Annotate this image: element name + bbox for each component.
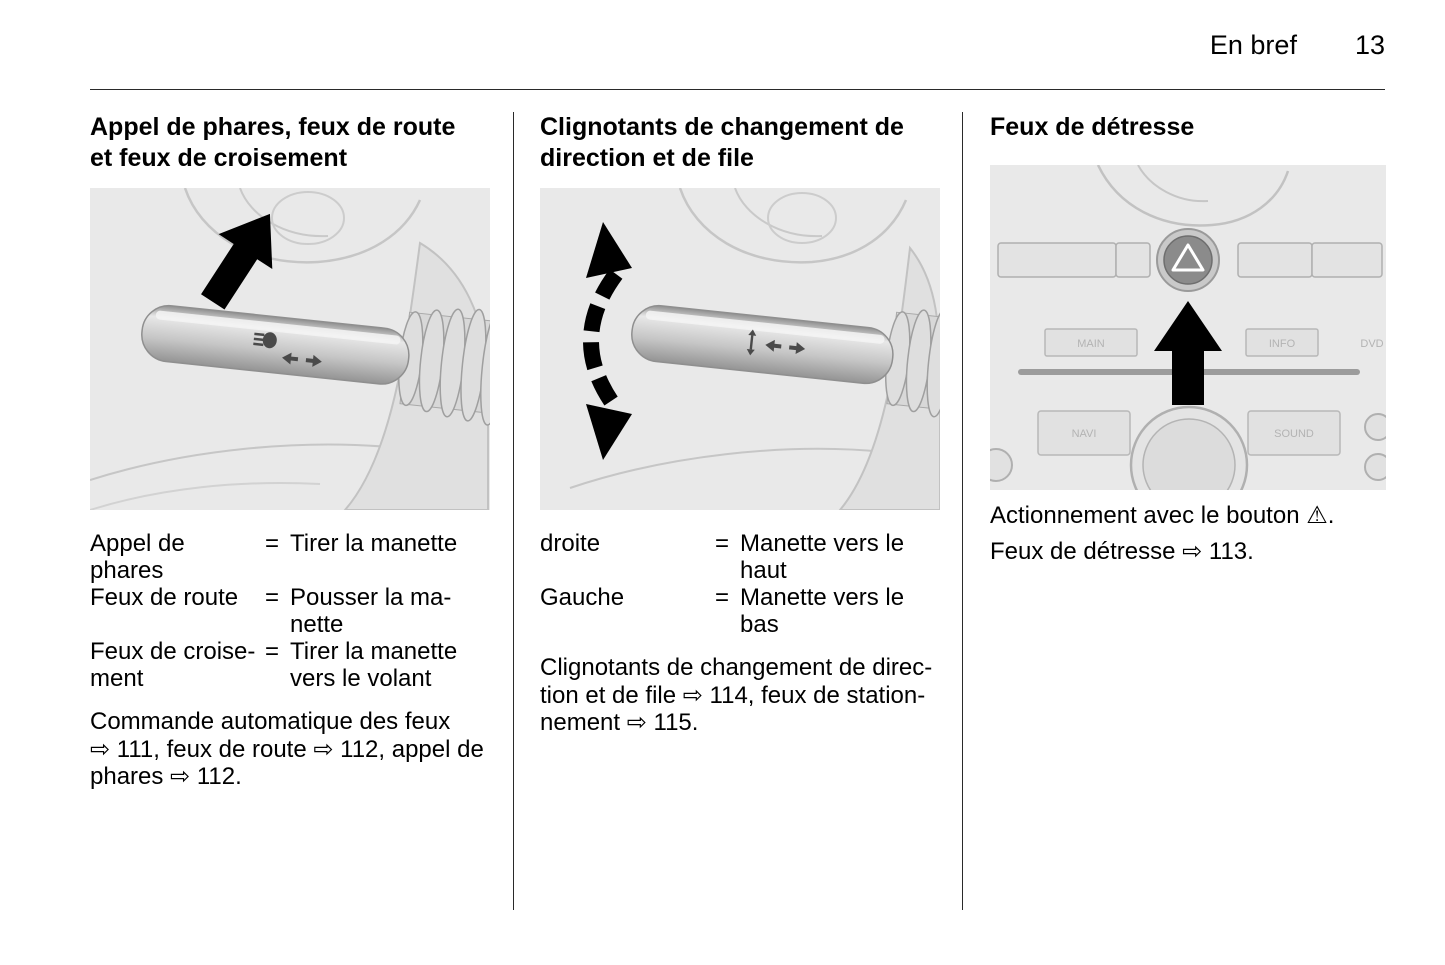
equals-sign: =: [715, 584, 730, 611]
dashboard-panel-drawing: MAIN INFO DVD NAVI SOUND: [990, 165, 1386, 490]
turn-signal-stalk: [141, 304, 410, 385]
definition-term: droite: [540, 530, 601, 557]
dvd-label: DVD: [1360, 338, 1383, 350]
column-heading: Feux de détresse: [990, 113, 1195, 141]
definition-value: Tirer la manette: [290, 530, 458, 557]
column-divider-right: [962, 112, 963, 910]
info-button-label: INFO: [1269, 338, 1296, 350]
stalk-turn-drawing: [540, 188, 940, 510]
definition-term: Appel de phares: [90, 530, 185, 584]
definition-row: Feux de croise- ment = Tirer la manette …: [90, 638, 500, 692]
sound-button: [1247, 410, 1341, 456]
column-headlight-flash: Appel de phares, feux de route et feux d…: [90, 112, 500, 791]
pull-direction-arrow: [201, 213, 273, 310]
definition-row: droite = Manette vers le haut: [540, 530, 950, 584]
page-header: En bref 13: [90, 30, 1385, 61]
info-button: [1245, 328, 1319, 357]
stalk-flash-drawing: [90, 188, 490, 510]
updown-arrows-icon: [746, 329, 757, 356]
definition-term: Feux de croise- ment: [90, 638, 256, 692]
panel-button: [1115, 242, 1151, 278]
navi-button-label: NAVI: [1072, 428, 1097, 440]
definition-term: Gauche: [540, 584, 625, 611]
definition-row: Appel de phares = Tirer la manette: [90, 530, 500, 584]
definition-row: Gauche = Manette vers le bas: [540, 584, 950, 638]
column-turn-signals: Clignotants de changement de direction e…: [540, 112, 950, 737]
panel-button: [1311, 242, 1383, 278]
column-hazard-lights: Feux de détresse MAIN INFO DVD: [990, 112, 1390, 565]
definition-term: Feux de route: [90, 584, 239, 611]
definition-value: Manette vers le haut: [740, 530, 905, 584]
side-button: [1364, 453, 1386, 481]
hazard-button-illustration: MAIN INFO DVD NAVI SOUND: [990, 165, 1386, 490]
turn-arrows-icon: [765, 339, 806, 355]
sound-button-label: SOUND: [1274, 428, 1314, 440]
press-direction-arrow: [1154, 301, 1222, 405]
stalk-flash-illustration: [90, 188, 490, 510]
definition-value: Pousser la ma- nette: [290, 584, 452, 638]
equals-sign: =: [265, 530, 280, 557]
equals-sign: =: [265, 638, 280, 665]
definition-value: Manette vers le bas: [740, 584, 905, 638]
side-knob: [990, 448, 1013, 482]
main-button-label: MAIN: [1077, 338, 1105, 350]
hazard-reference-text: Feux de détresse ⇨ 113.: [990, 538, 1254, 565]
up-down-motion-arrow: [583, 222, 632, 460]
page-number: 13: [1354, 30, 1385, 60]
definition-row: Feux de route = Pousser la ma- nette: [90, 584, 500, 638]
turn-signal-stalk: [631, 304, 894, 385]
navi-button: [1037, 410, 1131, 456]
panel-button: [1237, 242, 1313, 278]
stalk-boot: [398, 308, 490, 426]
column-heading: Clignotants de changement de direction e…: [540, 113, 904, 172]
turn-arrows-icon: [282, 352, 322, 367]
stalk-turn-illustration: [540, 188, 940, 510]
main-button: [1044, 328, 1138, 357]
header-rule: [90, 89, 1385, 90]
cross-reference-paragraph: Commande automatique des feux ⇨ 111, feu…: [90, 708, 484, 790]
column-divider-left: [513, 112, 514, 910]
hazard-triangle-icon: [1171, 243, 1205, 272]
definition-value: Tirer la manette vers le volant: [290, 638, 458, 692]
column-heading: Appel de phares, feux de route et feux d…: [90, 113, 456, 172]
side-button: [1364, 413, 1386, 441]
equals-sign: =: [715, 530, 730, 557]
section-title: En bref: [1209, 30, 1297, 60]
cross-reference-paragraph: Clignotants de changement de direc- tion…: [540, 654, 933, 736]
equals-sign: =: [265, 584, 280, 611]
headlight-flash-icon: [253, 332, 277, 349]
panel-button: [997, 242, 1117, 278]
hazard-warning-button: [1156, 228, 1220, 292]
stalk-boot: [885, 308, 940, 418]
hazard-action-text: Actionnement avec le bouton ⚠.: [990, 502, 1335, 529]
